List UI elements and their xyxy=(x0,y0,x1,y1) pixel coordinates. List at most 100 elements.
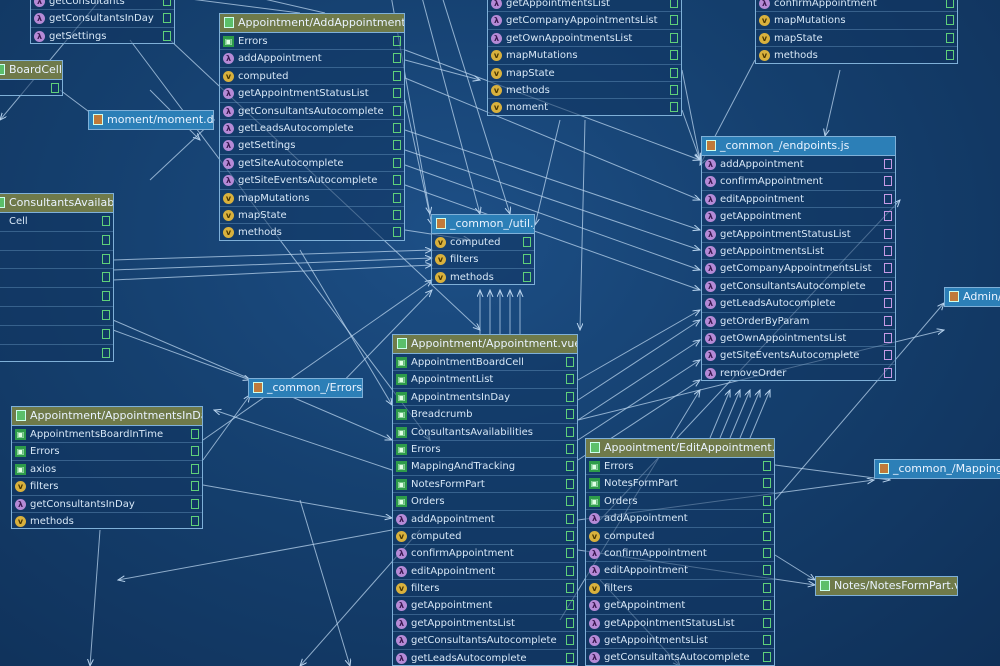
member-row[interactable]: ▣AppointmentList xyxy=(393,371,577,389)
member-row[interactable]: ▣Errors xyxy=(586,458,774,476)
member-row[interactable]: ▣ConsultantsAvailabilities xyxy=(393,424,577,441)
node-moment[interactable]: moment/moment.d.ts xyxy=(88,110,214,130)
member-row[interactable]: ▣Breadcrumb xyxy=(393,406,577,424)
node-title[interactable]: Appointment/AddAppointment.vue xyxy=(220,14,404,33)
node-title[interactable]: BoardCell.vue xyxy=(0,61,62,80)
node-title[interactable]: Appointment/AppointmentsInDay.vue xyxy=(12,407,202,426)
node-consultants-avail[interactable]: ConsultantsAvailabilities.vueCell xyxy=(0,193,114,363)
member-row[interactable]: ▣Orders xyxy=(586,493,774,511)
member-row[interactable]: ▣Orders xyxy=(393,493,577,511)
member-row[interactable] xyxy=(0,80,62,95)
member-row[interactable]: ▣AppointmentBoardCell xyxy=(393,354,577,372)
member-row[interactable] xyxy=(0,326,113,345)
node-edit-appointment[interactable]: Appointment/EditAppointment.vue▣Errors▣N… xyxy=(585,438,775,666)
node-admin[interactable]: Admin/ xyxy=(944,287,1000,307)
node-add-appointment[interactable]: Appointment/AddAppointment.vue▣Errorsλad… xyxy=(219,13,405,241)
node-title[interactable]: _common_/Errors.js xyxy=(249,379,362,397)
member-row[interactable] xyxy=(0,288,113,307)
node-title[interactable]: ConsultantsAvailabilities.vue xyxy=(0,194,113,213)
member-row[interactable]: ▣AppointmentsInDay xyxy=(393,389,577,407)
node-errors[interactable]: _common_/Errors.js xyxy=(248,378,363,398)
node-title[interactable]: _common_/MappingAnd xyxy=(875,460,1000,478)
member-row[interactable] xyxy=(0,251,113,270)
member-row[interactable] xyxy=(0,307,113,326)
node-appointments-in-day[interactable]: Appointment/AppointmentsInDay.vue▣Appoin… xyxy=(11,406,203,530)
node-appointment[interactable]: Appointment/Appointment.vue▣AppointmentB… xyxy=(392,334,578,666)
member-row[interactable] xyxy=(0,269,113,289)
member-row[interactable]: ▣MappingAndTracking xyxy=(393,458,577,476)
node-title[interactable]: moment/moment.d.ts xyxy=(89,111,213,129)
member-row[interactable]: ▣Errors xyxy=(220,33,404,51)
member-row[interactable]: ▣NotesFormPart xyxy=(393,476,577,494)
member-row[interactable]: ▣AppointmentsBoardInTime xyxy=(12,426,202,444)
member-row[interactable] xyxy=(0,232,113,251)
node-title[interactable]: Appointment/Appointment.vue xyxy=(393,335,577,354)
member-row[interactable]: ▣NotesFormPart xyxy=(586,475,774,493)
node-title[interactable]: Appointment/EditAppointment.vue xyxy=(586,439,774,458)
node-title[interactable]: Notes/NotesFormPart.vue xyxy=(816,577,957,595)
node-title[interactable]: _common_/endpoints.js xyxy=(702,137,895,156)
node-notes[interactable]: Notes/NotesFormPart.vue xyxy=(815,576,958,596)
node-title[interactable]: _common_/util.js xyxy=(432,215,534,234)
